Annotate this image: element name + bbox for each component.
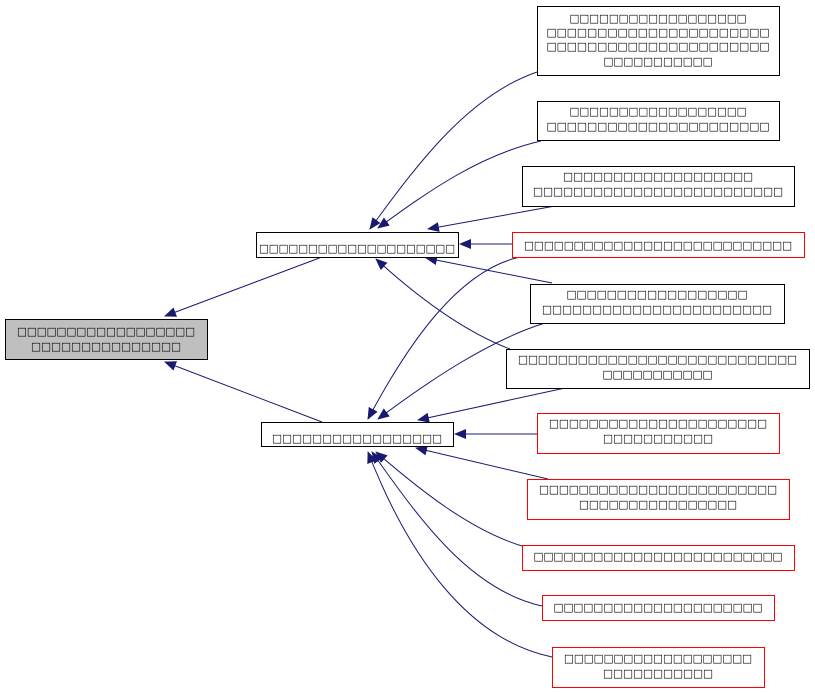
node-label: □□□□□□□□□□□: [603, 368, 713, 381]
node-label: □□□□□□□□□□□□□□□□□□□□□□: [549, 417, 767, 430]
node-label: □□□□□□□□□□□: [604, 55, 713, 68]
edge-r10-to-b: [371, 451, 543, 607]
edge-r3-to-a: [427, 205, 556, 232]
node-box: [256, 232, 459, 258]
edge-r6-to-a: [375, 258, 511, 350]
node-label: □□□□□□□□□□□□□□□□□□□□: [259, 242, 455, 255]
node-label: □□□□□□□□□□□: [603, 432, 713, 445]
node-box: [537, 6, 780, 76]
node-box: [537, 413, 780, 454]
node-box: [537, 101, 780, 141]
node-box: [512, 232, 805, 258]
node-label: □□□□□□□□□□□□□□□□□□□□□□□: [542, 303, 772, 316]
node-box: [527, 479, 790, 520]
node-label: □□□□□□□□□□□□□□□□□□□□□: [554, 601, 763, 614]
node-label: □□□□□□□□□□□□□□□□: [579, 498, 737, 511]
node-root: □□□□□□□□□□□□□□□□□□□□□□□□□□□□□□□□□: [5, 319, 208, 360]
node-label: □□□□□□□□□□□□□□□□□□: [570, 12, 747, 25]
edge-r8-to-b: [415, 445, 549, 480]
edges: [164, 71, 566, 658]
node-r1[interactable]: □□□□□□□□□□□□□□□□□□□□□□□□□□□□□□□□□□□□□□□□…: [537, 6, 780, 76]
node-r11[interactable]: □□□□□□□□□□□□□□□□□□□□□□□□□□□□□□: [552, 647, 765, 688]
node-label: □□□□□□□□□□□□□□□□□□: [570, 105, 747, 118]
edge-r1-to-a: [369, 71, 538, 230]
edge-r2-to-a: [377, 140, 542, 229]
node-label: □□□□□□□□□□□□□□□□□□: [17, 325, 195, 338]
node-b[interactable]: □□□□□□□□□□□□□□□□□: [261, 422, 454, 447]
node-box: [522, 166, 795, 207]
node-r5[interactable]: □□□□□□□□□□□□□□□□□□□□□□□□□□□□□□□□□□□□□□□□…: [530, 284, 785, 324]
nodes: □□□□□□□□□□□□□□□□□□□□□□□□□□□□□□□□□□□□□□□□…: [5, 6, 810, 688]
node-label: □□□□□□□□□□□: [603, 667, 713, 680]
edge-r6-to-b: [417, 387, 566, 423]
node-label: □□□□□□□□□□□□□□□□□□□□□□: [547, 26, 770, 39]
node-r6[interactable]: □□□□□□□□□□□□□□□□□□□□□□□□□□□□□□□□□□□□□□□: [506, 349, 810, 389]
node-box: [530, 284, 785, 324]
node-label: □□□□□□□□□□□□□□□□□□: [567, 288, 748, 301]
node-a[interactable]: □□□□□□□□□□□□□□□□□□□□: [256, 232, 459, 258]
edge-r9-to-b: [375, 451, 523, 547]
edge-r5-to-b: [377, 322, 546, 420]
edge-b-to-root: [164, 361, 323, 423]
node-label: □□□□□□□□□□□□□□□□□□□□□□□□: [539, 483, 777, 496]
node-box: [552, 647, 765, 688]
node-box: [5, 319, 208, 360]
node-r8[interactable]: □□□□□□□□□□□□□□□□□□□□□□□□□□□□□□□□□□□□□□□□: [527, 479, 790, 520]
node-label: □□□□□□□□□□□□□□□□□□□□□□□□□: [533, 185, 783, 198]
node-r7[interactable]: □□□□□□□□□□□□□□□□□□□□□□□□□□□□□□□□□: [537, 413, 780, 454]
edge-r5-to-a: [425, 255, 553, 284]
node-r2[interactable]: □□□□□□□□□□□□□□□□□□□□□□□□□□□□□□□□□□□□□□□□: [537, 101, 780, 141]
node-label: □□□□□□□□□□□□□□□□□□□□□□: [547, 120, 770, 133]
node-label: □□□□□□□□□□□□□□□□□□□: [563, 170, 753, 183]
node-box: [522, 545, 795, 571]
node-box: [261, 422, 454, 447]
node-label: □□□□□□□□□□□□□□□□□□□: [564, 652, 752, 665]
node-label: □□□□□□□□□□□□□□□□□□□□□□□□□: [534, 550, 783, 563]
node-label: □□□□□□□□□□□□□□□□□: [272, 432, 442, 445]
node-label: □□□□□□□□□□□□□□□: [31, 340, 181, 353]
edge-r4-to-b: [367, 256, 521, 420]
node-r9[interactable]: □□□□□□□□□□□□□□□□□□□□□□□□□: [522, 545, 795, 571]
edge-a-to-root: [164, 256, 323, 317]
node-box: [542, 595, 775, 621]
node-r3[interactable]: □□□□□□□□□□□□□□□□□□□□□□□□□□□□□□□□□□□□□□□□…: [522, 166, 795, 207]
node-label: □□□□□□□□□□□□□□□□□□□□□□□□□□□: [524, 239, 792, 252]
node-r10[interactable]: □□□□□□□□□□□□□□□□□□□□□: [542, 595, 775, 621]
node-box: [506, 349, 810, 389]
node-label: □□□□□□□□□□□□□□□□□□□□□□: [547, 40, 770, 53]
node-label: □□□□□□□□□□□□□□□□□□□□□□□□□□□□: [518, 353, 797, 366]
node-r4[interactable]: □□□□□□□□□□□□□□□□□□□□□□□□□□□: [512, 232, 805, 258]
edge-r11-to-b: [367, 451, 553, 658]
